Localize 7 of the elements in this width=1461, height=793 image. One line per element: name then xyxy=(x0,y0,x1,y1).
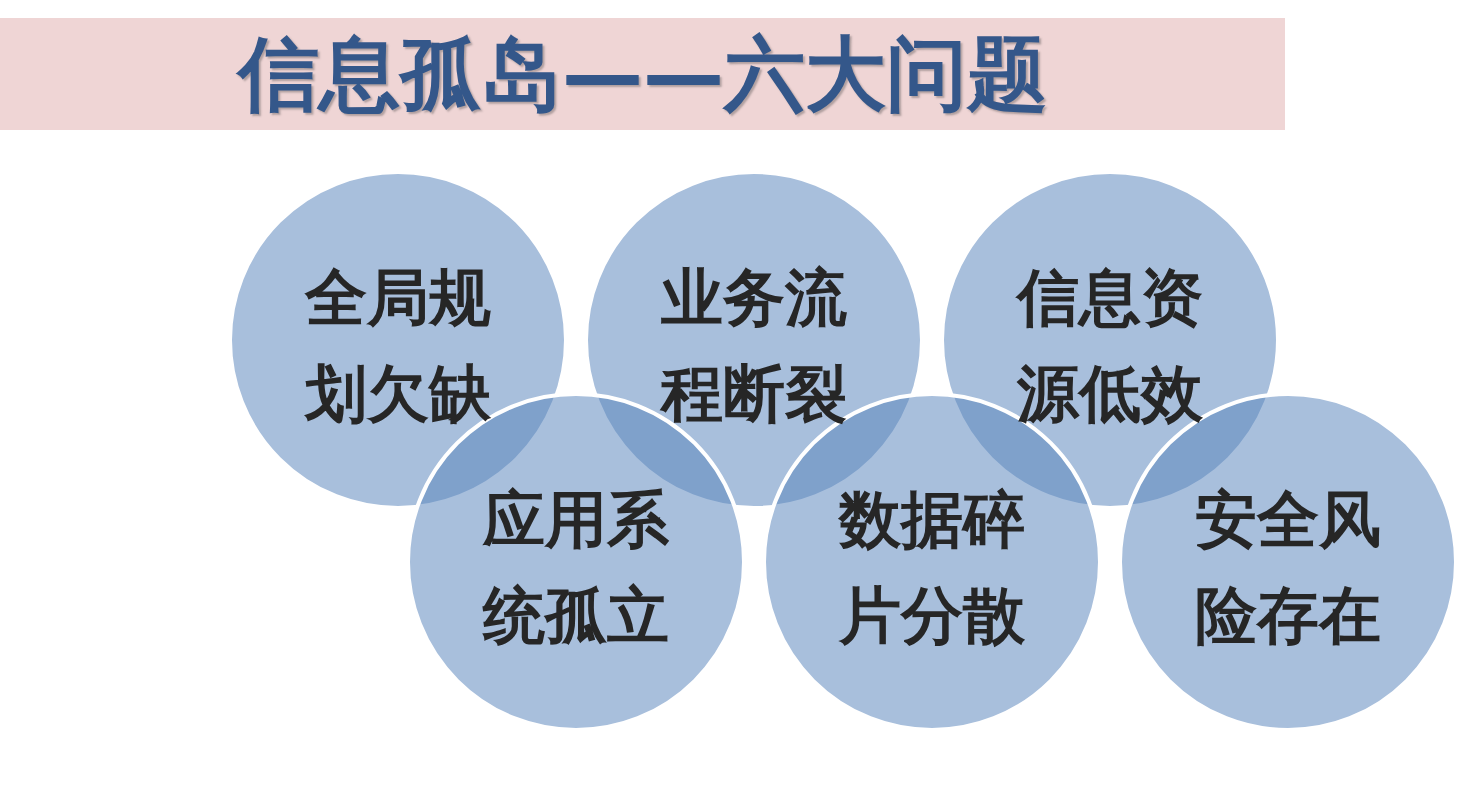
circle-label: 数据碎片分散 xyxy=(838,482,1026,654)
circle-label: 安全风险存在 xyxy=(1194,482,1382,654)
title: 信息孤岛——六大问题 xyxy=(238,34,1048,115)
circle-label: 应用系统孤立 xyxy=(482,482,670,654)
circle-label: 信息资源低效 xyxy=(1016,260,1204,432)
circle-label: 业务流程断裂 xyxy=(660,260,848,432)
circle-label: 全局规划欠缺 xyxy=(304,260,492,432)
